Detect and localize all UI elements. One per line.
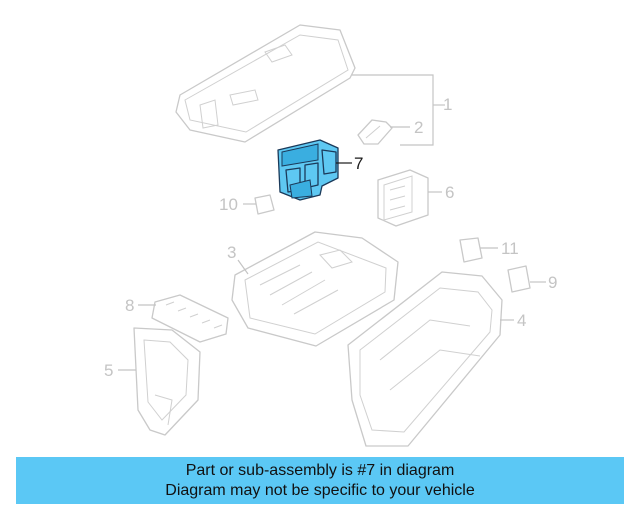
part-3-frame[interactable] [231, 231, 399, 347]
parts-diagram: 1 2 7 10 6 3 11 9 8 4 5 [104, 24, 557, 447]
part-7-relay[interactable] [277, 139, 339, 201]
part-2-terminal[interactable] [357, 119, 393, 145]
callout-4[interactable]: 4 [517, 311, 526, 330]
callout-9[interactable]: 9 [548, 273, 557, 292]
banner-line-1: Part or sub-assembly is #7 in diagram [185, 462, 455, 479]
callout-11[interactable]: 11 [501, 239, 519, 258]
part-4-housing[interactable] [347, 271, 503, 447]
callout-3[interactable]: 3 [227, 243, 236, 262]
leader-3 [237, 259, 249, 275]
callout-8[interactable]: 8 [125, 296, 134, 315]
part-9-fuse[interactable] [507, 265, 531, 293]
part-10-fuse[interactable] [254, 194, 275, 215]
part-6-block[interactable] [377, 169, 429, 227]
callout-2[interactable]: 2 [414, 118, 423, 137]
callout-5[interactable]: 5 [104, 361, 113, 380]
part-1-cover[interactable] [175, 24, 356, 143]
info-banner: Part or sub-assembly is #7 in diagram Di… [16, 457, 624, 504]
part-5-bracket[interactable] [133, 327, 201, 436]
callout-6[interactable]: 6 [445, 183, 454, 202]
callout-7[interactable]: 7 [354, 154, 363, 173]
part-8-strip[interactable] [151, 294, 229, 343]
callout-10[interactable]: 10 [219, 195, 238, 214]
leader-1 [352, 74, 434, 146]
banner-line-2: Diagram may not be specific to your vehi… [165, 482, 475, 499]
callout-1[interactable]: 1 [443, 95, 452, 114]
part-11-fuse[interactable] [459, 237, 483, 263]
